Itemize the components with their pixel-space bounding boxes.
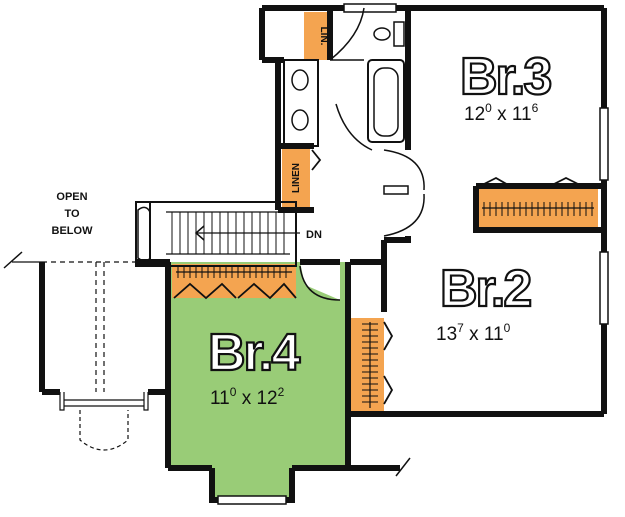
hatch-br2: [362, 323, 378, 403]
walls: [39, 5, 607, 503]
room-dims-br3: 120 x 116: [464, 101, 539, 125]
bath-fixtures: [283, 3, 405, 147]
closet-br4: [172, 264, 296, 298]
windows: [217, 107, 609, 505]
hatch-br4: [177, 266, 287, 278]
closet-lin-small: [304, 12, 330, 60]
linen-label: LINEN: [291, 163, 302, 193]
room-name-br2: Br.2: [440, 260, 530, 318]
open-to-below-line1: OPEN: [56, 191, 87, 203]
door-swings: [299, 7, 425, 301]
open-to-below-line2: TO: [64, 208, 80, 220]
room-dims-br4: 110 x 122: [210, 385, 285, 409]
closet-br2: [350, 318, 384, 412]
room-name-br4: Br.4: [208, 324, 300, 382]
open-to-below-lines: [12, 261, 149, 451]
room-dims-br2: 137 x 110: [436, 321, 511, 345]
linen-small-label: LIN.: [318, 27, 329, 46]
room-name-br3: Br.3: [460, 48, 551, 106]
break-lines: [3, 251, 411, 477]
stairs: [135, 201, 300, 267]
br4-room-fill: [168, 262, 348, 497]
open-to-below-line3: BELOW: [52, 225, 94, 237]
stair-dn-label: DN: [306, 229, 322, 241]
closet-linen: [282, 148, 310, 208]
hatch-br3: [483, 202, 593, 216]
